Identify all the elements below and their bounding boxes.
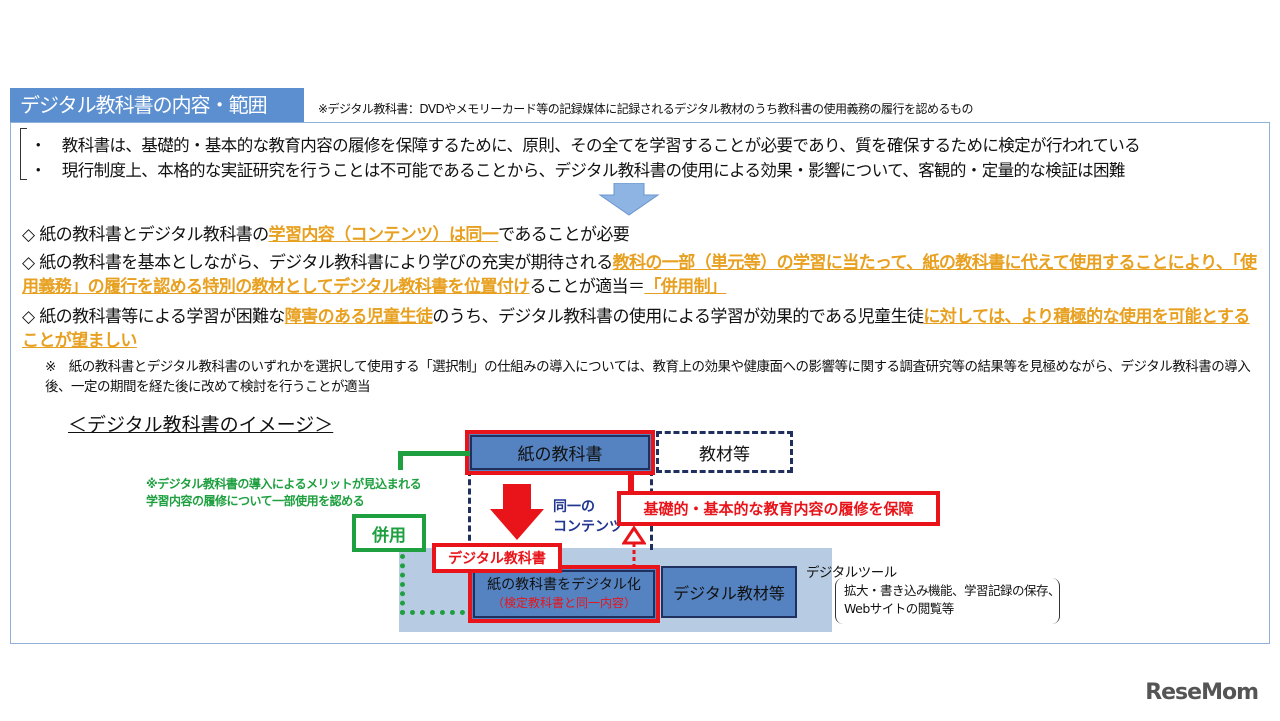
green-note: ※デジタル教科書の導入によるメリットが見込まれる 学習内容の履修について一部使用… bbox=[146, 477, 422, 508]
materials-box: 教材等 bbox=[656, 431, 793, 473]
text: ◇ 紙の教科書とデジタル教科書の bbox=[22, 225, 269, 245]
definition-note: ※デジタル教科書：DVDやメモリーカード等の記録媒体に記録されるデジタル教材のう… bbox=[318, 102, 974, 116]
green-dotted-connector bbox=[400, 554, 475, 615]
highlight: 教科の一部（単元等）の学習に当たって、紙の教科書に代えて使用することにより、「使… bbox=[22, 253, 1257, 297]
image-heading: ＜デジタル教科書のイメージ＞ bbox=[68, 414, 334, 436]
text: のうち、デジタル教科書の使用による学習が効果的である児童生徒 bbox=[432, 307, 924, 327]
heiyo-box: 併用 bbox=[352, 514, 426, 552]
same-content-label: 同一の コンテンツ bbox=[553, 499, 623, 535]
bullet-2: ・ 現行制度上、本格的な実証研究を行うことは不可能であることから、デジタル教科書… bbox=[30, 161, 1125, 180]
down-arrow-red-icon bbox=[490, 484, 544, 540]
text: ることが適当＝ bbox=[529, 277, 645, 297]
green-connector bbox=[398, 451, 470, 470]
bracket bbox=[20, 128, 27, 180]
highlight: 「併用制」 bbox=[644, 277, 727, 297]
guarantee-box: 基礎的・基本的な教育内容の履修を保障 bbox=[617, 491, 940, 526]
highlight: に対しては、より積極的な使用を可能とすることが望ましい bbox=[22, 307, 1250, 351]
up-arrow-dashed-icon bbox=[622, 525, 646, 570]
selection-note: ※ 紙の教科書とデジタル教科書のいずれかを選択して使用する「選択制」の仕組みの導… bbox=[45, 359, 1251, 395]
down-arrow-icon bbox=[598, 183, 660, 216]
text: ◇ 紙の教科書を基本としながら、デジタル教科書により学びの充実が期待される bbox=[22, 253, 613, 273]
highlight: 障害のある児童生徒 bbox=[284, 307, 433, 327]
digitized-box: 紙の教科書をデジタル化 （検定教科書と同一内容） bbox=[468, 565, 660, 623]
bullet-1: ・ 教科書は、基礎的・基本的な教育内容の履修を保障するために、原則、その全てを学… bbox=[30, 136, 1141, 155]
dashed-line bbox=[468, 470, 471, 550]
paper-textbook-box: 紙の教科書 bbox=[465, 430, 655, 475]
digitized-sub: （検定教科書と同一内容） bbox=[491, 596, 636, 610]
digital-textbook-label: デジタル教科書 bbox=[432, 543, 562, 573]
digital-tool-label: デジタルツール bbox=[806, 565, 897, 581]
text: ◇ 紙の教科書等による学習が困難な bbox=[22, 307, 285, 327]
resemom-logo: ReseMom bbox=[1145, 680, 1259, 705]
point-1: ◇ 紙の教科書とデジタル教科書の学習内容（コンテンツ）は同一であることが必要 bbox=[22, 223, 630, 247]
tool-description: 拡大・書き込み機能、学習記録の保存、 Webサイトの閲覧等 bbox=[835, 578, 1061, 624]
point-2: ◇ 紙の教科書を基本としながら、デジタル教科書により学びの充実が期待される教科の… bbox=[22, 251, 1262, 299]
highlight: 学習内容（コンテンツ）は同一 bbox=[268, 225, 499, 245]
digital-materials-box: デジタル教材等 bbox=[661, 566, 797, 618]
red-connector bbox=[628, 475, 634, 493]
content-frame bbox=[10, 122, 1270, 644]
slide-title: デジタル教科書の内容・範囲 bbox=[10, 88, 304, 122]
digitized-label: 紙の教科書をデジタル化 bbox=[487, 577, 641, 593]
point-3: ◇ 紙の教科書等による学習が困難な障害のある児童生徒のうち、デジタル教科書の使用… bbox=[22, 305, 1262, 353]
text: であることが必要 bbox=[498, 225, 630, 245]
